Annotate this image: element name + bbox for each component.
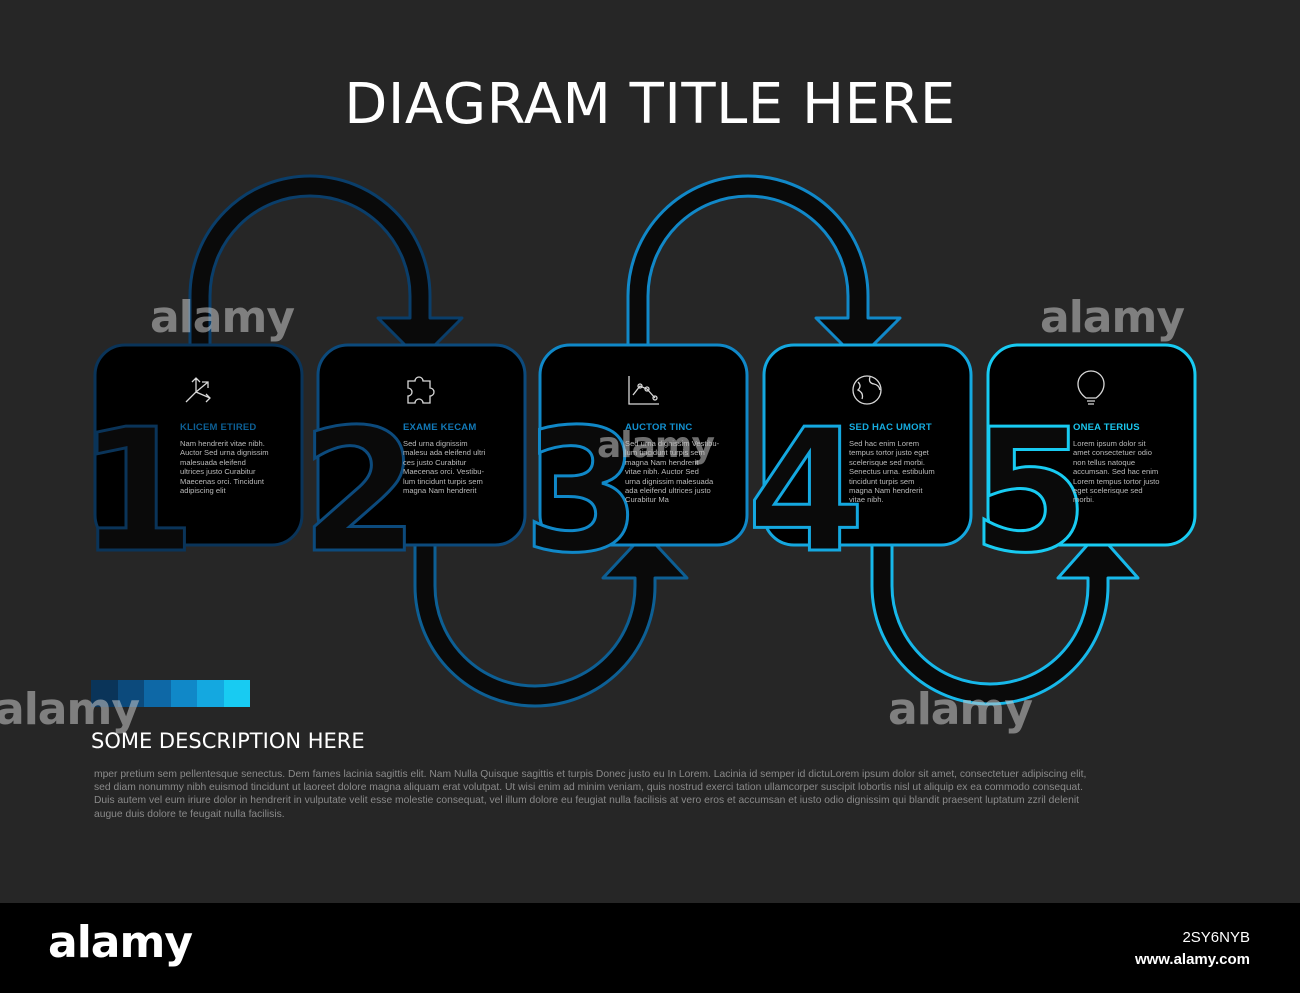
watermark-logo: alamy [1040,292,1185,343]
color-palette [91,680,250,707]
puzzle-icon [407,376,435,404]
step-number: 5 [971,393,1089,591]
step-description-line: malesuada eleifend [180,457,246,467]
loop-arrow-4-5 [870,531,1140,706]
step-description-line: Auctor Sed urna dignissim [180,448,269,458]
footer-image-id: 2SY6NYB [1182,929,1250,946]
step-description-line: Curabitur Ma [625,495,669,505]
step-description-line: vitae nibh. [849,495,884,505]
step-title: AUCTOR TINC [625,422,693,433]
step-description-line: non tellus natoque [1073,457,1136,467]
step-title: ONEA TERIUS [1073,422,1140,433]
description-body: mper pretium sem pellentesque senectus. … [94,768,1214,821]
palette-swatch [144,680,171,707]
step-description-line: malesu ada eleifend ultri [403,448,486,458]
watermark-logo: alamy [0,684,140,735]
step-description-line: ada eleifend ultrices justo [625,486,711,496]
step-description-line: Lorem ipsum dolor sit [1073,439,1146,448]
footer-bar [0,903,1300,993]
step-description-line: magna Nam hendrerit [625,457,699,467]
footer-logo: alamy [48,917,193,968]
step-description-line: tempus tortor justo eget [849,448,929,458]
step-box [93,343,304,547]
watermark-logo: alamy [888,684,1033,735]
step-description-line: Maecenas orci. Vestibu- [403,467,485,477]
step-description-line: Sed urna dignissim [403,439,468,448]
loop-arrow-2-3 [413,531,689,708]
step-description-line: eget scelerisque sed [1073,486,1143,496]
description-line: sed diam nonummy nibh euismod tincidunt … [94,782,1083,794]
step-number: 3 [523,393,641,591]
step-box [762,343,973,547]
step-description-line: morbi. [1073,495,1095,505]
description-heading: SOME DESCRIPTION HERE [91,729,365,753]
palette-swatch [170,680,197,707]
step-description-line: Senectus urna. estibulum [849,467,935,477]
step-description: Sed urna dignissim Vestibu-lum tincidunt… [625,439,745,505]
palette-swatch [223,680,250,707]
palette-swatch [117,680,144,707]
description-line: mper pretium sem pellentesque senectus. … [94,769,1087,780]
step-box [316,343,527,547]
step-description-line: ces justo Curabitur [403,457,467,467]
step-title: EXAME KECAM [403,422,477,433]
step-box [986,343,1197,547]
chart-icon [628,376,659,405]
step-description-line: Sed hac enim Lorem [849,439,920,448]
footer-site: www.alamy.com [1134,951,1250,968]
step-3: 3 [523,343,749,591]
step-description-line: lum tincidunt turpis sem [403,476,483,486]
step-title: KLICEM ETIRED [180,422,257,433]
lightbulb-icon [1077,370,1105,405]
step-1: 1 [78,343,304,591]
step-description: Nam hendrerit vitae nibh.Auctor Sed urna… [180,439,300,495]
description-line: Duis autem vel eum iriure dolor in hendr… [94,795,1080,807]
step-title: SED HAC UMORT [849,422,932,433]
step-number: 1 [78,393,196,591]
step-description-line: lum tincidunt turpis sem [625,448,705,458]
globe-icon [852,375,882,405]
arrows-icon [185,377,211,403]
step-description-line: Sed urna dignissim Vestibu- [625,439,720,448]
step-4: 4 [747,343,973,591]
step-description-line: vitae nibh. Auctor Sed [625,467,699,477]
step-description-line: Lorem tempus tortor justo [1073,476,1160,486]
watermark-logo: alamy [597,425,715,466]
step-description-line: ultrices justo Curabitur [180,467,256,477]
step-description-line: adipiscing elit [180,486,226,496]
watermark-logo: alamy [150,292,295,343]
step-5: 5 [971,343,1197,591]
diagram-title: DIAGRAM TITLE HERE [344,72,956,137]
step-description-line: magna Nam hendrerit [849,486,923,496]
step-box [538,343,749,547]
step-description-line: scelerisque sed morbi. [849,457,925,467]
step-2: 2 [301,343,527,591]
step-description-line: urna dignissim malesuada [625,476,714,486]
step-description-line: magna Nam hendrerit [403,486,477,496]
step-description-line: amet consectetuer odio [1073,448,1152,458]
step-text-block: AUCTOR TINC Sed urna dignissim Vestibu-lu… [625,422,745,505]
step-number: 4 [747,393,865,591]
step-text-block: KLICEM ETIRED Nam hendrerit vitae nibh.Au… [180,422,300,495]
step-description-line: Nam hendrerit vitae nibh. [180,439,265,448]
step-description-line: accumsan. Sed hac enim [1073,467,1159,477]
step-number: 2 [301,393,419,591]
palette-swatch [91,680,118,707]
step-description-line: Maecenas orci. Tincidunt [180,476,264,486]
step-description-line: tincidunt turpis sem [849,476,915,486]
palette-swatch [197,680,224,707]
description-line: augue duis dolore te feugait nulla facil… [94,808,285,820]
loop-arrow-3-4 [626,174,902,362]
loop-arrow-1-2 [188,174,464,362]
